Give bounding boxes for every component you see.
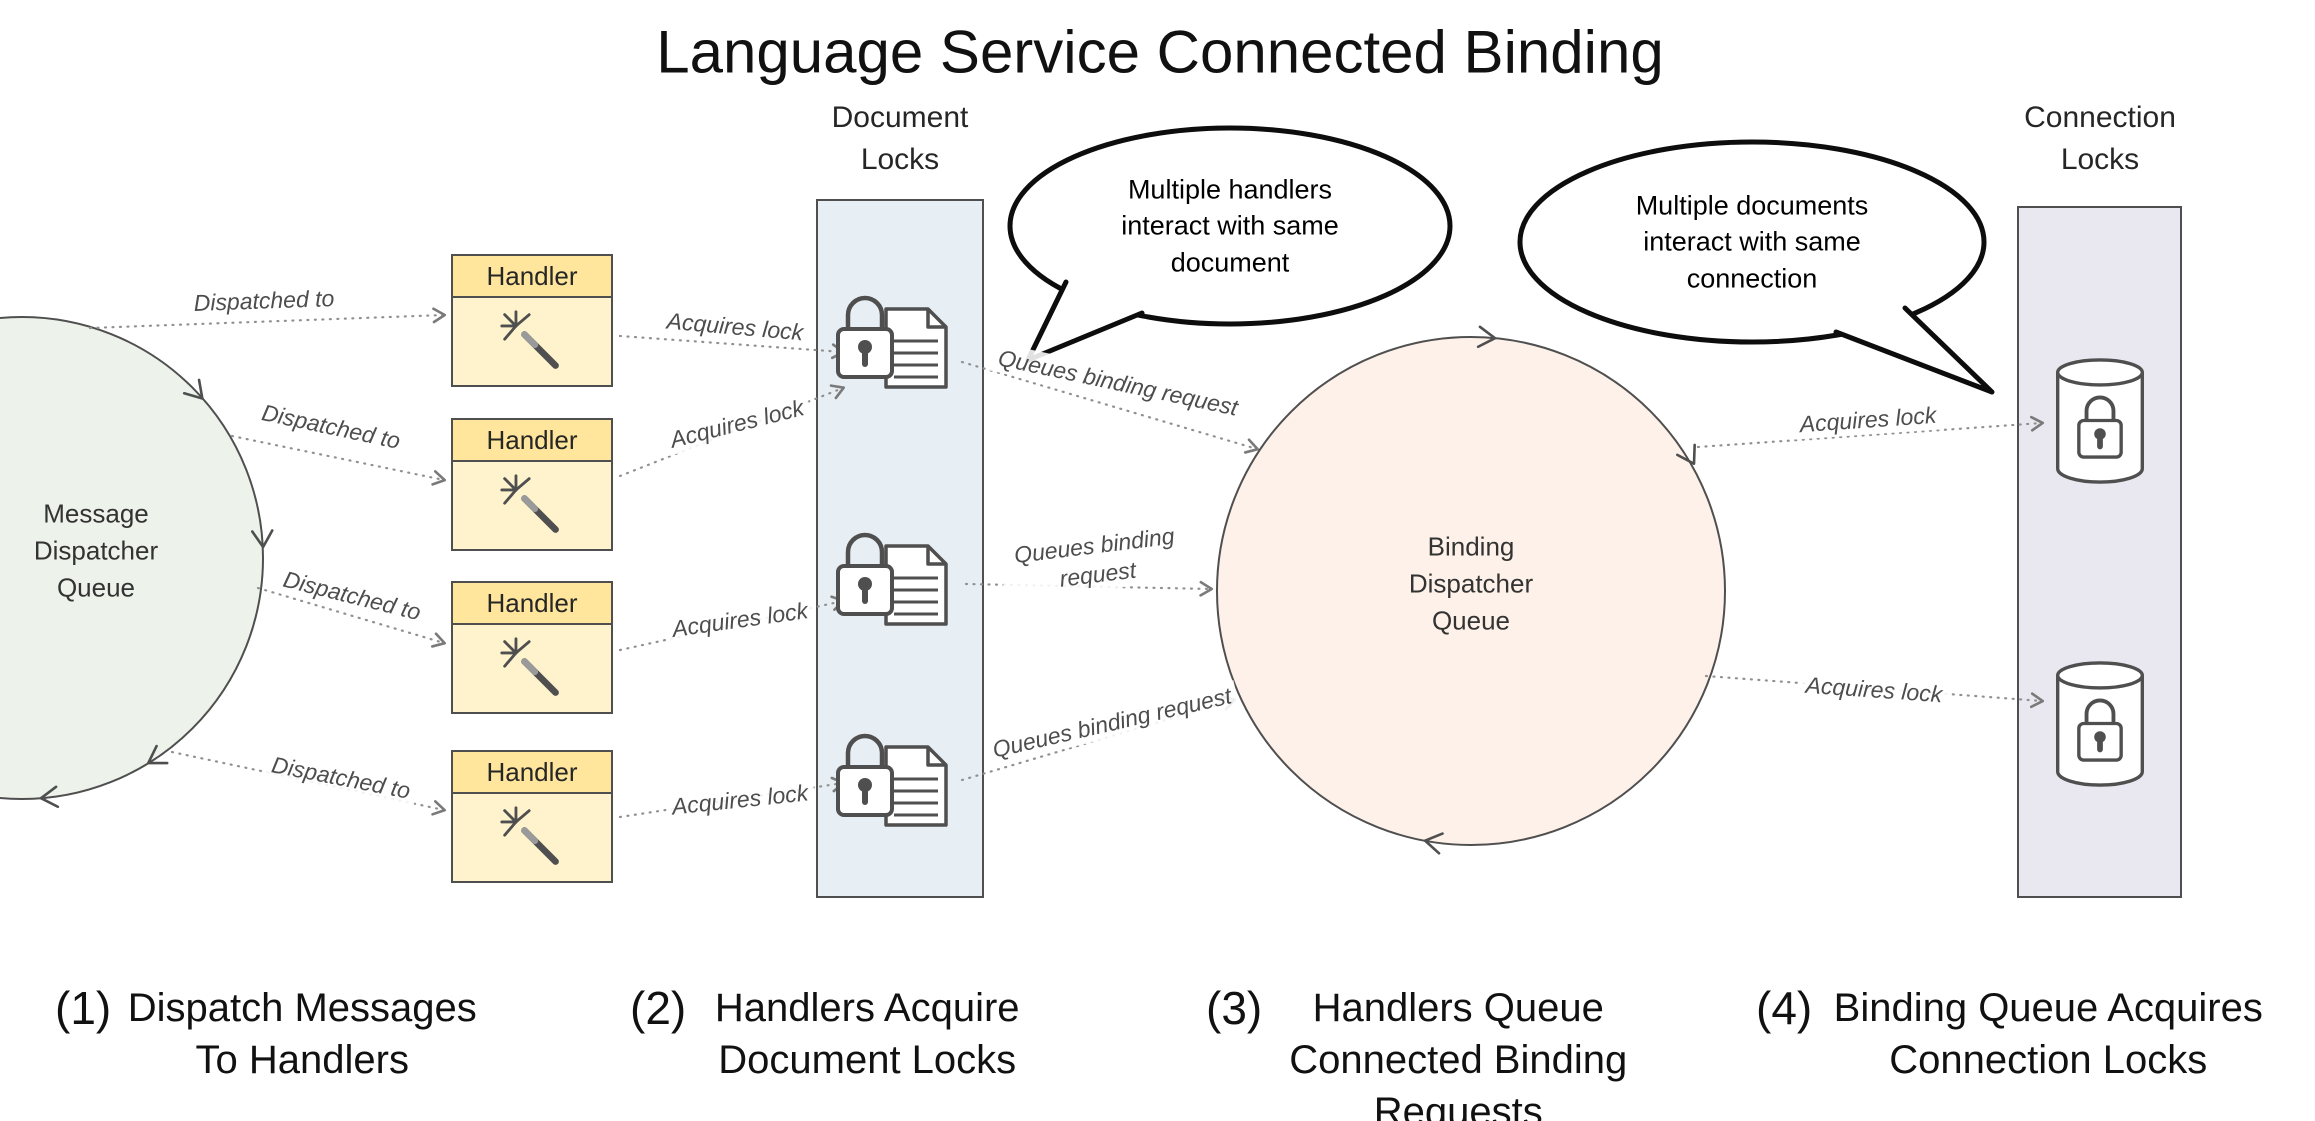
- padlock-icon: [836, 733, 894, 817]
- callout-multiple-handlers: [1007, 125, 1453, 363]
- caption-number: (2): [630, 982, 687, 1034]
- magic-wand-icon: [499, 805, 565, 871]
- handler-label: Handler: [486, 756, 578, 787]
- chevron-icon: [182, 378, 204, 400]
- message-dispatcher-queue-label: Message Dispatcher Queue: [33, 498, 159, 603]
- page-title: Language Service Connected Binding: [656, 18, 1664, 86]
- callout-text-multiple-documents: Multiple documents interact with same co…: [1635, 190, 1869, 294]
- magic-wand-icon: [499, 309, 565, 375]
- caption-step-4: (4) Binding Queue Acquires Connection Lo…: [1756, 982, 2268, 1086]
- caption-text: Binding Queue Acquires Connection Locks: [1833, 986, 2263, 1082]
- caption-step-3: (3) Handlers Queue Connected Binding Req…: [1206, 982, 1638, 1121]
- callout-multiple-documents: [1517, 139, 1995, 395]
- handler-box-4: Handler: [451, 750, 613, 883]
- chevron-icon: [147, 744, 169, 765]
- document-icon: [884, 307, 948, 389]
- edge-dispatched-to-1: [88, 307, 447, 330]
- caption-text: Handlers Queue Connected Binding Request…: [1289, 986, 1628, 1121]
- handler-box-1: Handler: [451, 254, 613, 387]
- edge-queues-binding-request-2: [964, 580, 1214, 597]
- padlock-icon: [2077, 395, 2123, 459]
- connection-locks-container: [2017, 206, 2182, 898]
- callout-text-multiple-handlers: Multiple handlers interact with same doc…: [1121, 174, 1339, 278]
- queue-rotation-chevrons: [39, 325, 1696, 855]
- caption-step-2: (2) Handlers Acquire Document Locks: [630, 982, 1032, 1086]
- handler-header: Handler: [453, 256, 611, 298]
- document-locks-label: Document Locks: [831, 101, 969, 176]
- caption-step-1: (1) Dispatch Messages To Handlers: [55, 982, 477, 1086]
- chevron-icon: [1476, 325, 1497, 349]
- connection-locks-label: Connection Locks: [2024, 101, 2176, 176]
- padlock-icon: [2077, 698, 2123, 762]
- caption-number: (4): [1756, 982, 1813, 1034]
- chevron-icon: [250, 529, 274, 549]
- handler-label: Handler: [486, 587, 578, 618]
- handler-header: Handler: [453, 752, 611, 794]
- handler-box-3: Handler: [451, 581, 613, 714]
- handler-body: [453, 462, 611, 549]
- edge-acquires-connection-lock-1: [1696, 415, 2045, 449]
- binding-dispatcher-queue-circle: [1216, 336, 1726, 846]
- chevron-icon: [1423, 832, 1444, 855]
- chevron-icon: [39, 785, 60, 809]
- edge-acquires-document-lock-1: [618, 334, 846, 360]
- handler-header: Handler: [453, 420, 611, 462]
- edge-queues-binding-request-1: [960, 360, 1260, 454]
- handler-body: [453, 298, 611, 385]
- caption-text: Dispatch Messages To Handlers: [127, 986, 477, 1082]
- edge-dispatched-to-3: [256, 586, 447, 648]
- chevron-icon: [1676, 443, 1696, 466]
- handler-header: Handler: [453, 583, 611, 625]
- padlock-document-icon-1: [830, 283, 970, 403]
- edge-dispatched-to-2: [230, 434, 447, 486]
- magic-wand-icon: [499, 473, 565, 539]
- padlock-icon: [836, 532, 894, 616]
- handler-body: [453, 794, 611, 881]
- handler-label: Handler: [486, 424, 578, 455]
- document-icon: [884, 745, 948, 827]
- padlock-document-icon-2: [830, 520, 970, 640]
- handler-body: [453, 625, 611, 712]
- edge-label-dispatched-to-1: Dispatched to: [187, 283, 341, 319]
- caption-number: (1): [55, 982, 112, 1034]
- document-icon: [884, 544, 948, 626]
- database-padlock-icon-2: [2050, 656, 2150, 791]
- padlock-icon: [836, 295, 894, 379]
- message-dispatcher-queue-circle: [0, 316, 264, 800]
- caption-text: Handlers Acquire Document Locks: [714, 986, 1020, 1082]
- database-padlock-icon-1: [2050, 353, 2150, 488]
- binding-dispatcher-queue-label: Binding Dispatcher Queue: [1408, 531, 1534, 636]
- magic-wand-icon: [499, 636, 565, 702]
- handler-box-2: Handler: [451, 418, 613, 551]
- padlock-document-icon-3: [830, 721, 970, 841]
- caption-number: (3): [1206, 982, 1263, 1034]
- handler-label: Handler: [486, 260, 578, 291]
